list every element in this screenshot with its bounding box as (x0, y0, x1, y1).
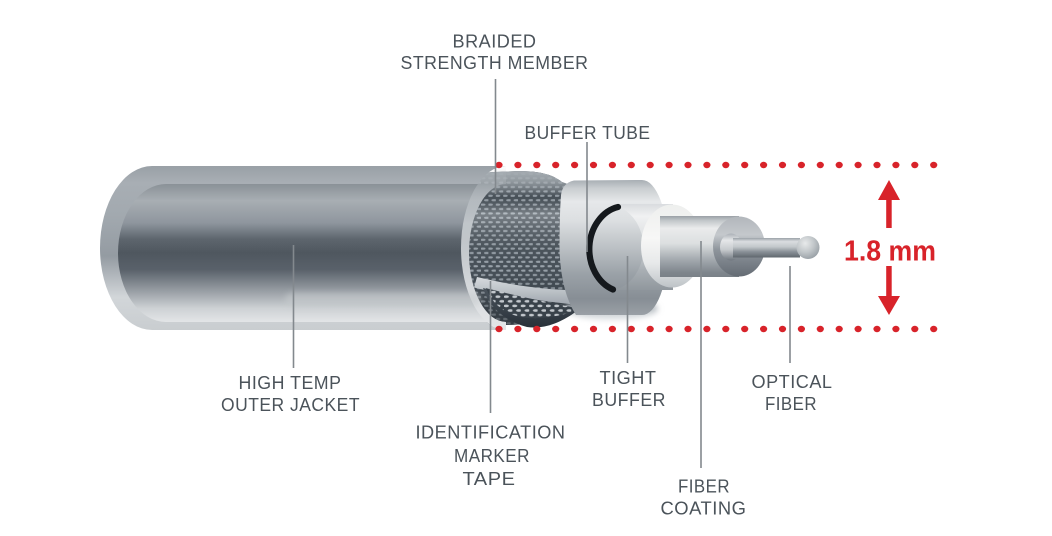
svg-text:OPTICAL: OPTICAL (752, 372, 833, 392)
svg-text:TAPE: TAPE (463, 469, 516, 489)
svg-text:OUTER JACKET: OUTER JACKET (221, 395, 360, 415)
svg-text:MARKER: MARKER (454, 446, 530, 466)
svg-text:BRAIDED: BRAIDED (453, 32, 537, 52)
svg-text:BUFFER: BUFFER (592, 390, 666, 410)
svg-text:TIGHT: TIGHT (600, 368, 657, 388)
svg-text:STRENGTH MEMBER: STRENGTH MEMBER (401, 53, 589, 73)
svg-text:1.8 mm: 1.8 mm (844, 236, 936, 268)
svg-text:IDENTIFICATION: IDENTIFICATION (416, 423, 566, 443)
svg-text:BUFFER TUBE: BUFFER TUBE (525, 123, 651, 143)
svg-text:HIGH TEMP: HIGH TEMP (239, 373, 342, 393)
svg-text:FIBER: FIBER (765, 394, 817, 414)
svg-text:FIBER: FIBER (678, 477, 730, 497)
svg-text:COATING: COATING (661, 499, 747, 519)
